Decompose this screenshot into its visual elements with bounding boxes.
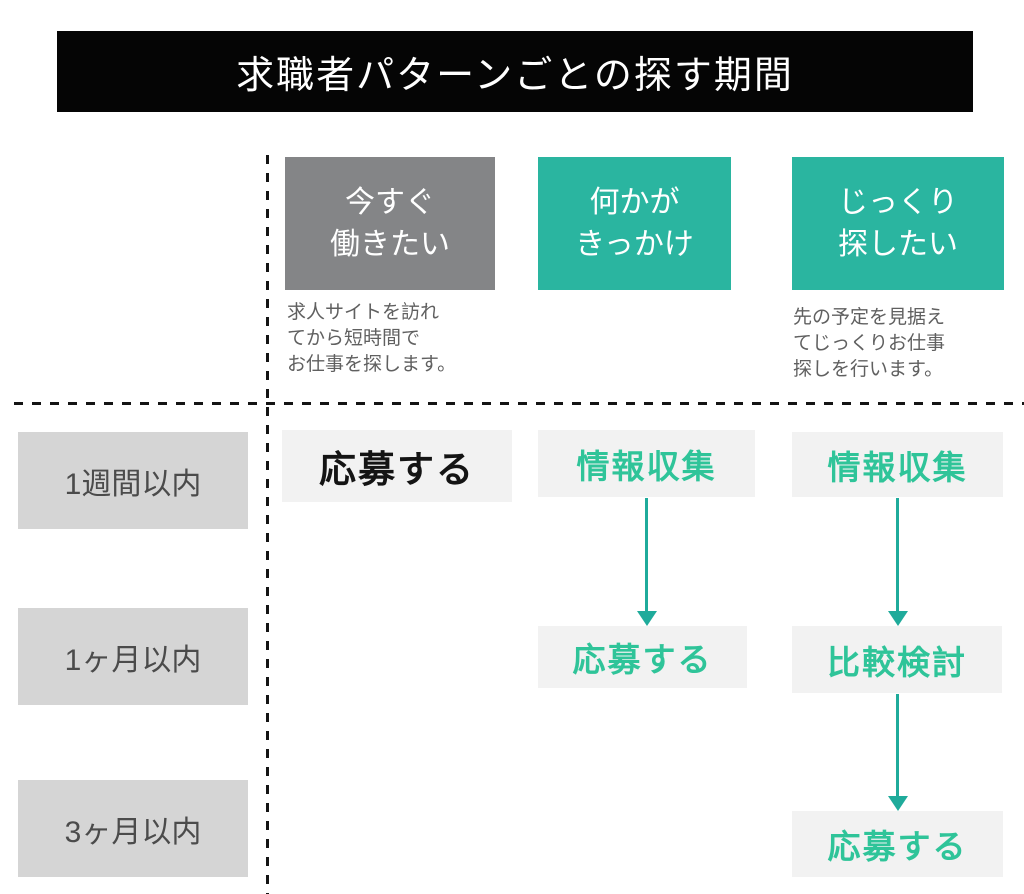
cell-gather-info-week-carefully: 情報収集 [792, 432, 1003, 497]
vertical-dashed-divider [266, 155, 269, 894]
column-header-label: 何かが きっかけ [575, 185, 694, 261]
cell-text: 情報収集 [827, 448, 968, 486]
arrow-down-icon [896, 498, 899, 611]
column-header-search-carefully: じっくり 探したい [792, 157, 1004, 290]
column-description-work-immediately: 求人サイトを訪れ てから短時間で お仕事を探します。 [287, 302, 457, 376]
cell-text: 応募する [572, 641, 713, 678]
column-header-work-immediately: 今すぐ 働きたい [285, 157, 495, 290]
cell-apply-month-triggered: 応募する [538, 626, 747, 688]
cell-text: 応募する [827, 828, 968, 865]
horizontal-dashed-divider [14, 402, 1024, 405]
arrow-down-icon [645, 498, 648, 611]
row-label-text: 1週間以内 [64, 467, 202, 501]
cell-text: 情報収集 [576, 447, 717, 485]
column-header-label: じっくり 探したい [838, 185, 958, 261]
column-header-label: 今すぐ 働きたい [330, 185, 450, 261]
row-label-text: 1ヶ月以内 [64, 643, 202, 677]
cell-compare-month-carefully: 比較検討 [792, 626, 1002, 693]
cell-gather-info-week-triggered: 情報収集 [538, 430, 755, 497]
arrow-down-head-icon [637, 611, 657, 626]
cell-apply-week-immediately: 応募する [282, 430, 512, 502]
arrow-down-head-icon [888, 611, 908, 626]
cell-text: 応募する [319, 449, 475, 490]
arrow-down-head-icon [888, 796, 908, 811]
row-label-within-1-week: 1週間以内 [18, 432, 248, 529]
cell-text: 比較検討 [827, 643, 967, 681]
row-label-text: 3ヶ月以内 [64, 815, 202, 849]
row-label-within-3-months: 3ヶ月以内 [18, 780, 248, 877]
column-description-search-carefully: 先の予定を見据え てじっくりお仕事 探しを行います。 [793, 307, 946, 381]
cell-apply-3months-carefully: 応募する [792, 811, 1003, 877]
row-label-within-1-month: 1ヶ月以内 [18, 608, 248, 705]
column-header-something-triggered: 何かが きっかけ [538, 157, 731, 290]
arrow-down-icon [896, 694, 899, 796]
page-title: 求職者パターンごとの探す期間 [236, 55, 794, 97]
title-banner: 求職者パターンごとの探す期間 [57, 31, 973, 112]
